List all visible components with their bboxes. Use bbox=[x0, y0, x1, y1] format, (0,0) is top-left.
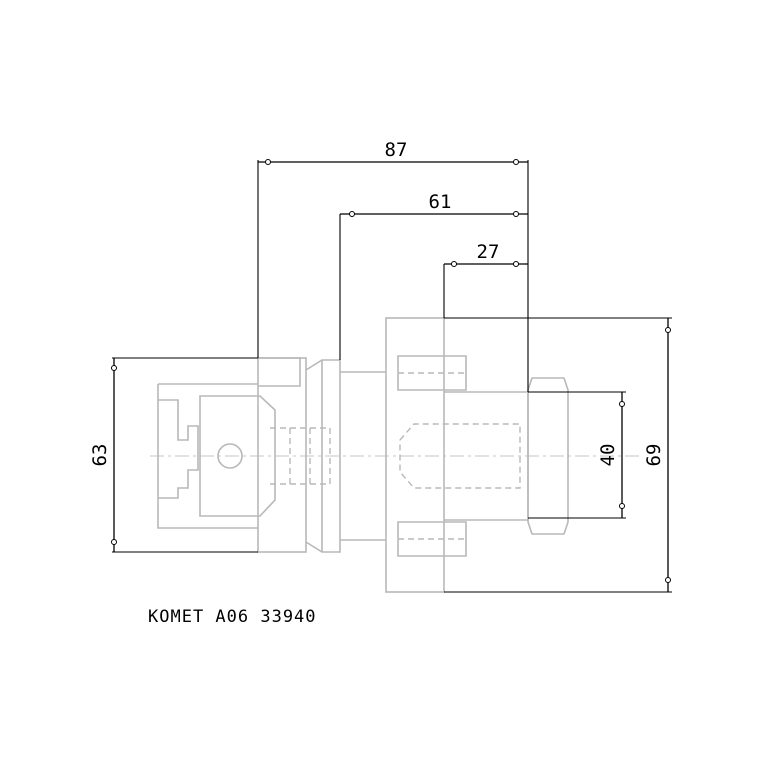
tick bbox=[513, 261, 519, 267]
clamp-body bbox=[199, 395, 276, 517]
collar-neck bbox=[340, 371, 386, 541]
tool-holder-part bbox=[150, 317, 640, 593]
tick bbox=[349, 211, 355, 217]
tick bbox=[665, 577, 671, 583]
shank-top-notch bbox=[258, 357, 301, 387]
dim-label-61: 61 bbox=[429, 191, 452, 213]
dimension-lines bbox=[111, 159, 672, 593]
part-number-caption: KOMET A06 33940 bbox=[148, 607, 317, 627]
tick bbox=[265, 159, 271, 165]
shank-outer bbox=[257, 357, 307, 553]
tick bbox=[513, 211, 519, 217]
main-block bbox=[385, 317, 445, 593]
collar bbox=[305, 359, 341, 553]
screw-bottom bbox=[397, 521, 467, 557]
dim-label-40: 40 bbox=[597, 444, 619, 467]
tick bbox=[619, 401, 625, 407]
dim-label-27: 27 bbox=[477, 241, 500, 263]
internal-bore bbox=[270, 427, 331, 485]
tick bbox=[619, 503, 625, 509]
flange-outline bbox=[157, 383, 258, 529]
tick bbox=[111, 539, 117, 545]
tick bbox=[665, 327, 671, 333]
center-bolt bbox=[399, 423, 521, 489]
tick bbox=[513, 159, 519, 165]
tick bbox=[451, 261, 457, 267]
screw-top bbox=[397, 355, 467, 391]
dim-label-87: 87 bbox=[385, 139, 408, 161]
dim-label-69: 69 bbox=[643, 444, 665, 467]
front-nut bbox=[527, 377, 569, 535]
flange-slot bbox=[158, 399, 199, 499]
dim-label-63: 63 bbox=[89, 444, 111, 467]
pin-hole bbox=[217, 443, 243, 469]
tick bbox=[111, 365, 117, 371]
